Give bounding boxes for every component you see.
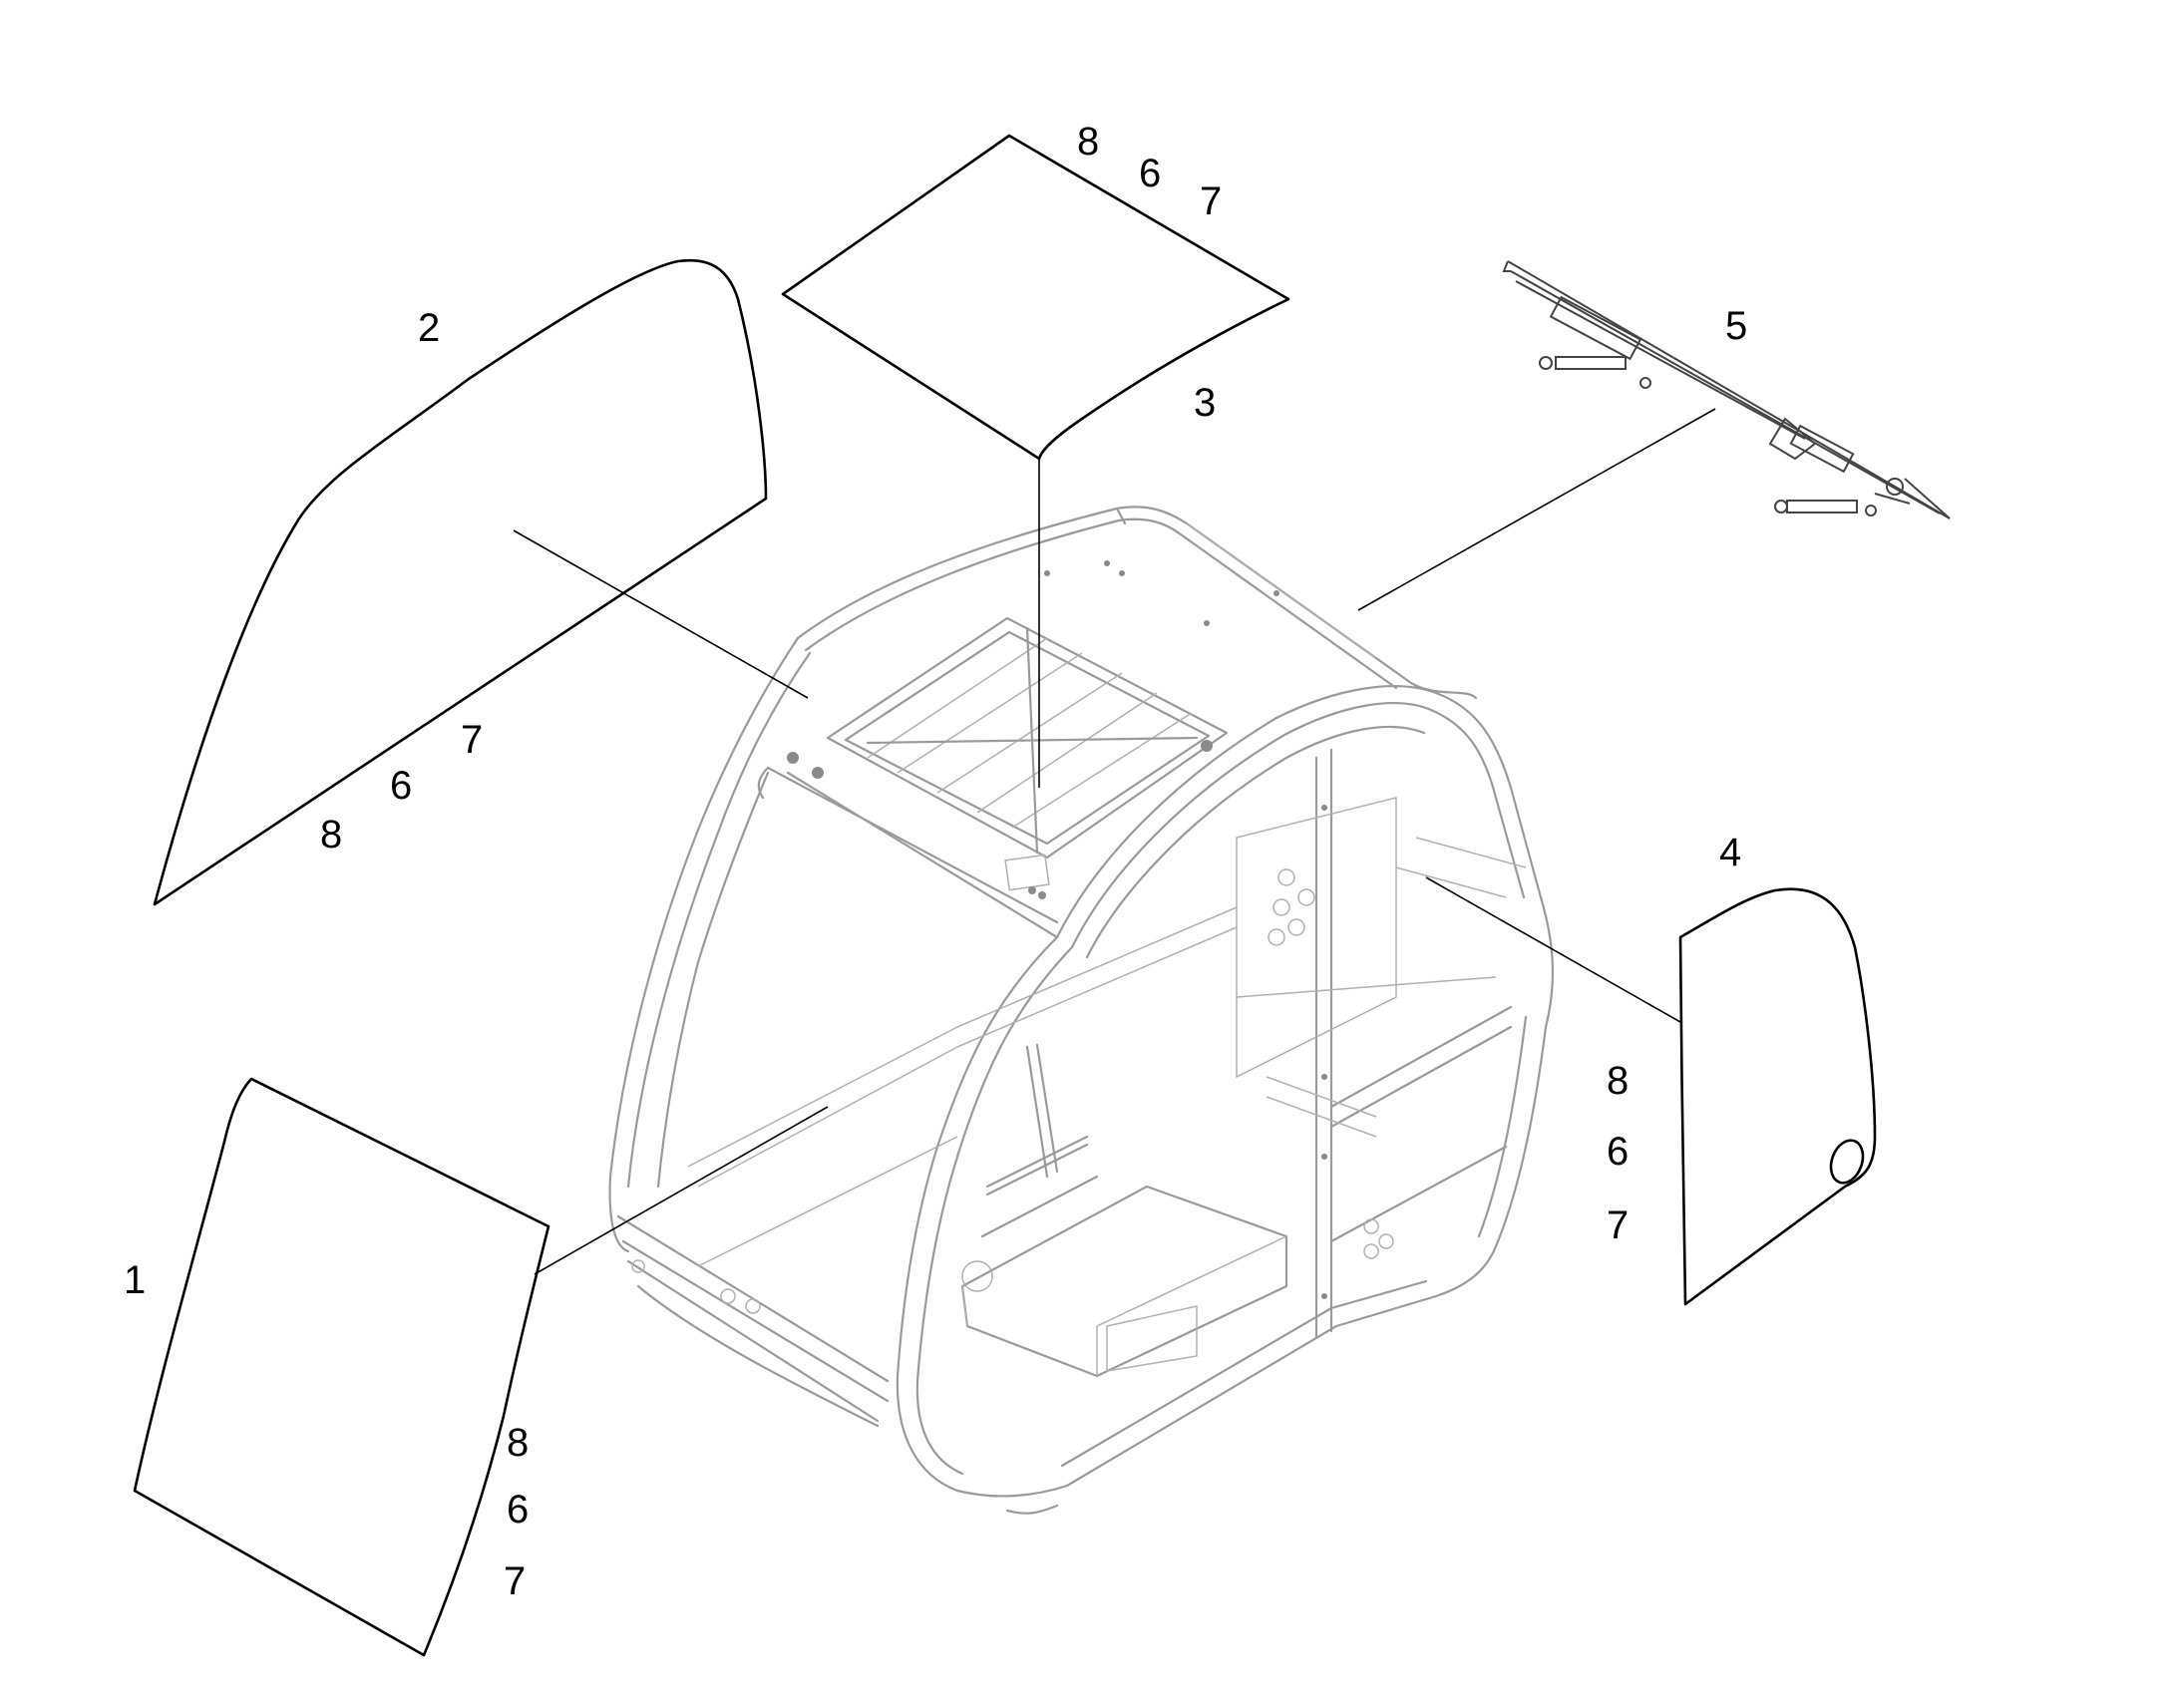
glass-panel-4	[1678, 887, 1877, 1306]
glass-panel-2	[153, 258, 768, 906]
callout-4: 4	[1719, 831, 1741, 874]
callout-3: 3	[1194, 381, 1216, 425]
wiper-assembly	[1502, 260, 1951, 519]
callout-1: 1	[124, 1258, 146, 1302]
callout-seal-8-part2: 8	[320, 813, 342, 856]
callout-seal-6-part3: 6	[1139, 152, 1161, 195]
glass-panel-4-hole	[1829, 1139, 1865, 1185]
glass-panel-1	[133, 1077, 550, 1657]
callout-seal-7-part4: 7	[1607, 1203, 1629, 1247]
callout-2: 2	[418, 306, 440, 350]
callout-seal-7-part1: 7	[504, 1559, 526, 1603]
roof-hatch-grid	[826, 616, 1229, 899]
callout-seal-8-part1: 8	[507, 1421, 529, 1465]
callout-seal-7-part3: 7	[1200, 179, 1222, 223]
leader-line-1	[534, 1106, 829, 1275]
callout-seal-8-part3: 8	[1077, 120, 1099, 164]
leader-line-5	[1357, 408, 1716, 611]
callout-5: 5	[1725, 304, 1747, 348]
callout-seal-8-part4: 8	[1607, 1059, 1629, 1103]
glass-panel-3	[781, 134, 1290, 461]
callout-seal-6-part2: 6	[390, 764, 412, 808]
callout-seal-7-part2: 7	[461, 718, 483, 762]
leader-line-4	[1425, 876, 1681, 1023]
callout-seal-6-part1: 6	[507, 1488, 529, 1532]
callout-seal-6-part4: 6	[1607, 1130, 1629, 1174]
leader-line-2	[513, 529, 809, 699]
cab-frame	[608, 506, 1555, 1515]
